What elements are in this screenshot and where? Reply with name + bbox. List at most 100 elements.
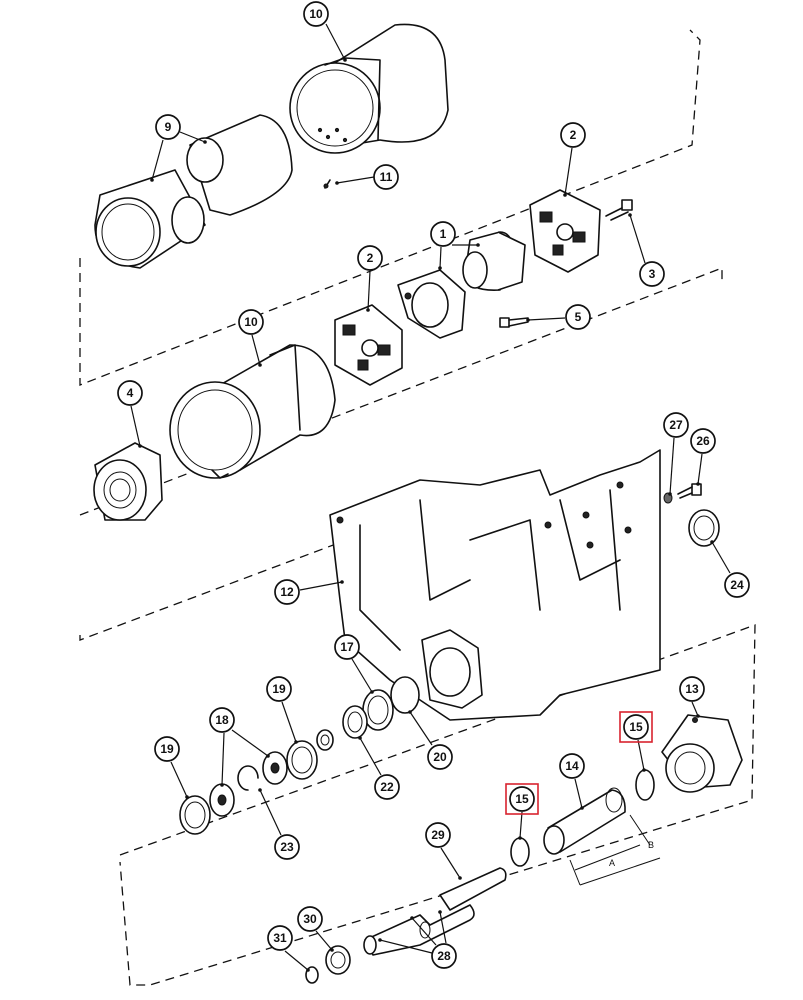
callout-24: 24: [724, 572, 750, 598]
callout-number: 9: [165, 120, 172, 134]
callout-number: 12: [280, 585, 294, 599]
part-10-top-sleeve: [289, 23, 449, 154]
leader-line-23: [259, 789, 282, 836]
leader-arrowhead-2: [563, 193, 567, 197]
callout-circle: [679, 676, 705, 702]
callout-number: 5: [575, 310, 582, 324]
leader-lines: [130, 23, 731, 972]
callout-17: 17: [334, 634, 360, 660]
callout-circle: [623, 714, 649, 740]
callout-20: 20: [427, 744, 453, 770]
part-1-yoke-shaft: [397, 231, 526, 339]
leader-arrowhead-18: [220, 783, 224, 787]
part-23-clip: [237, 765, 259, 791]
part-15-right-o-ring: [635, 769, 655, 801]
leader-arrowhead-14: [580, 806, 584, 810]
callout-10-mid: 10: [238, 309, 264, 335]
callout-number: 10: [244, 315, 258, 329]
part-26-bolt: [677, 483, 702, 499]
callout-circle: [154, 736, 180, 762]
leader-arrowhead-5: [526, 318, 530, 322]
leader-line-14: [574, 778, 583, 809]
leader-arrowhead-27: [668, 492, 672, 496]
callout-15-left: 15: [505, 783, 539, 815]
callout-circle: [425, 822, 451, 848]
leader-line-19: [281, 701, 297, 743]
callout-19-right: 19: [266, 676, 292, 702]
part-20-snap-ring: [390, 676, 420, 714]
callout-circle: [209, 707, 235, 733]
part-22-small-washer: [316, 729, 334, 751]
callout-circle: [297, 906, 323, 932]
callout-28: 28: [431, 943, 457, 969]
leader-arrowhead-10: [258, 363, 262, 367]
leader-line-27: [669, 437, 675, 495]
callout-15-right: 15: [619, 711, 653, 743]
dimension-label-b: B: [648, 840, 654, 850]
callout-circle: [117, 380, 143, 406]
leader-arrowhead-11: [335, 181, 339, 185]
part-28-shaft-assembly: [363, 904, 475, 956]
callout-highlight-box: [619, 711, 653, 743]
callout-4: 4: [117, 380, 143, 406]
callout-number: 27: [669, 418, 683, 432]
callout-26: 26: [690, 428, 716, 454]
leader-arrowhead-3: [628, 213, 632, 217]
leader-line-2: [564, 147, 573, 196]
leader-line-15: [637, 739, 645, 771]
leader-line-31: [284, 950, 309, 971]
callout-number: 24: [730, 578, 744, 592]
callouts: 1091121325104272624121720191819222313151…: [117, 1, 750, 969]
callout-circle: [274, 834, 300, 860]
leader-line-22: [359, 737, 382, 776]
leader-arrowhead-4: [138, 444, 142, 448]
callout-18: 18: [209, 707, 235, 733]
part-5-bolt: [499, 317, 529, 328]
callout-number: 18: [215, 713, 229, 727]
leader-line-20: [409, 711, 433, 746]
leader-arrowhead-20: [408, 710, 412, 714]
part-29-splined-shaft: [439, 867, 507, 911]
callout-1: 1: [430, 221, 456, 247]
callout-number: 19: [272, 682, 286, 696]
callout-19-left: 19: [154, 736, 180, 762]
leader-line-28: [411, 917, 437, 946]
leader-line-29: [440, 847, 461, 879]
callout-number: 28: [437, 949, 451, 963]
callout-circle: [274, 579, 300, 605]
leader-arrowhead-9: [203, 140, 207, 144]
part-2-right-coupling: [529, 189, 601, 273]
leader-arrowhead-23: [258, 788, 262, 792]
leader-arrowhead-17: [370, 690, 374, 694]
callout-2-left: 2: [357, 245, 383, 271]
part-18-gear-left: [209, 783, 235, 817]
leader-line-18: [231, 729, 269, 757]
leader-line-30: [315, 930, 333, 951]
leader-line-9: [179, 131, 206, 143]
leader-arrowhead-1: [476, 243, 480, 247]
callout-number: 19: [160, 742, 174, 756]
leader-arrowhead-30: [330, 948, 334, 952]
part-15-left-o-ring: [510, 837, 530, 867]
callout-number: 10: [309, 7, 323, 21]
leader-arrowhead-18: [266, 754, 270, 758]
callout-22: 22: [374, 774, 400, 800]
callout-number: 29: [431, 828, 445, 842]
callout-circle: [430, 221, 456, 247]
callout-number: 3: [649, 267, 656, 281]
callout-circle: [303, 1, 329, 27]
callout-5: 5: [565, 304, 591, 330]
callout-circle: [559, 753, 585, 779]
callout-circle: [238, 309, 264, 335]
group-outline-lower-left: [79, 534, 361, 641]
callout-number: 20: [433, 750, 447, 764]
part-11-pin: [323, 179, 331, 189]
callout-number: 31: [273, 931, 287, 945]
part-10-middle-sleeve: [169, 344, 336, 479]
callout-2-right: 2: [560, 122, 586, 148]
leader-arrowhead-24: [710, 540, 714, 544]
callout-circle: [357, 245, 383, 271]
callout-14: 14: [559, 753, 585, 779]
callout-number: 13: [685, 682, 699, 696]
callout-number: 1: [440, 227, 447, 241]
